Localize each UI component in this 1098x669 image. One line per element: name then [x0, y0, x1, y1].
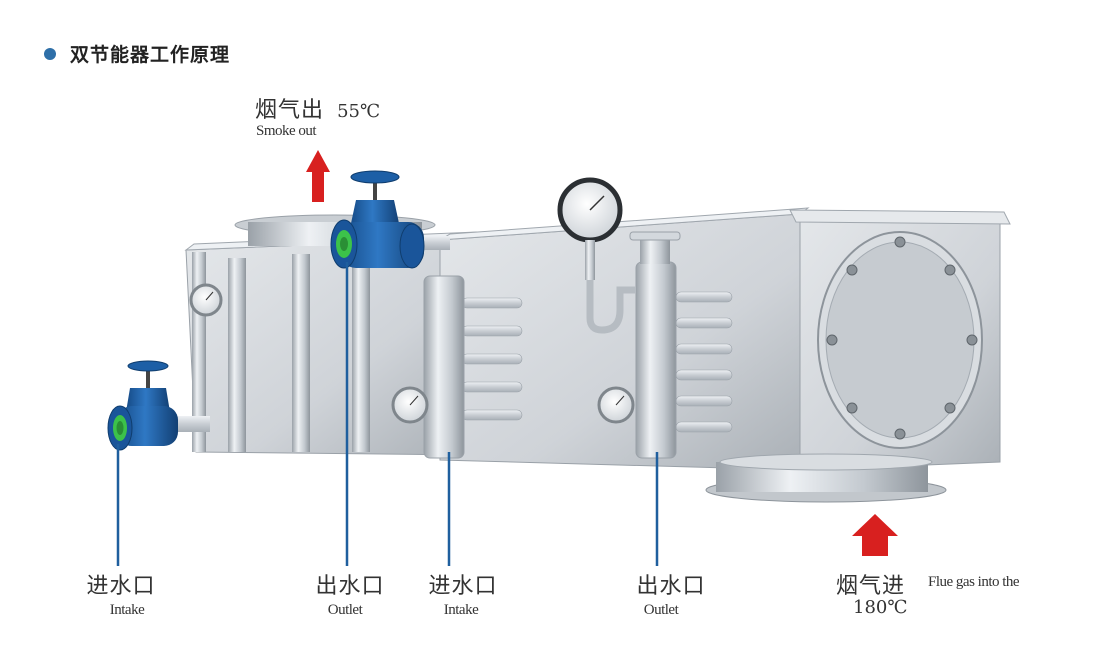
smoke-out-label: 烟气出 55℃	[255, 92, 380, 124]
smoke-out-cn: 烟气出	[255, 98, 325, 123]
temperature-gauge-icon	[189, 283, 223, 317]
section-title: 双节能器工作原理	[70, 44, 231, 66]
economizer-module-left	[184, 214, 478, 456]
pressure-gauge-icon	[557, 177, 636, 334]
smoke-out-en: Smoke out	[256, 123, 317, 139]
intake-valve-icon	[107, 360, 178, 451]
intake-2-cn: 进水口	[428, 574, 498, 599]
flue-in-temp: 180℃	[853, 597, 908, 618]
bullet-dot-icon	[44, 47, 56, 60]
temperature-gauge-icon	[391, 386, 429, 424]
outlet-1-cn: 出水口	[315, 574, 385, 599]
intake-pipe	[170, 416, 210, 432]
smoke-out-temp: 55℃	[337, 101, 381, 122]
pointer-lines	[116, 262, 659, 566]
flue-in-cn: 烟气进	[836, 574, 906, 599]
flue-in-en: Flue gas into the	[928, 574, 1020, 590]
flue-gas-chamber	[705, 209, 1011, 503]
outlet-1-en: Outlet	[327, 602, 363, 618]
flue-gas-in-arrow-icon	[852, 514, 898, 556]
outlet-2-en: Outlet	[643, 602, 679, 618]
section-header: 双节能器工作原理	[44, 40, 230, 67]
outlet-valve-icon	[330, 170, 425, 269]
smoke-out-arrow-icon	[306, 150, 330, 202]
temperature-gauge-icon	[597, 386, 635, 424]
intake-1-en: Intake	[109, 602, 145, 618]
intake-1-cn: 进水口	[86, 574, 156, 599]
intake-2-en: Intake	[443, 602, 479, 618]
outlet-2-cn: 出水口	[636, 574, 706, 599]
economizer-module-middle	[423, 207, 810, 471]
